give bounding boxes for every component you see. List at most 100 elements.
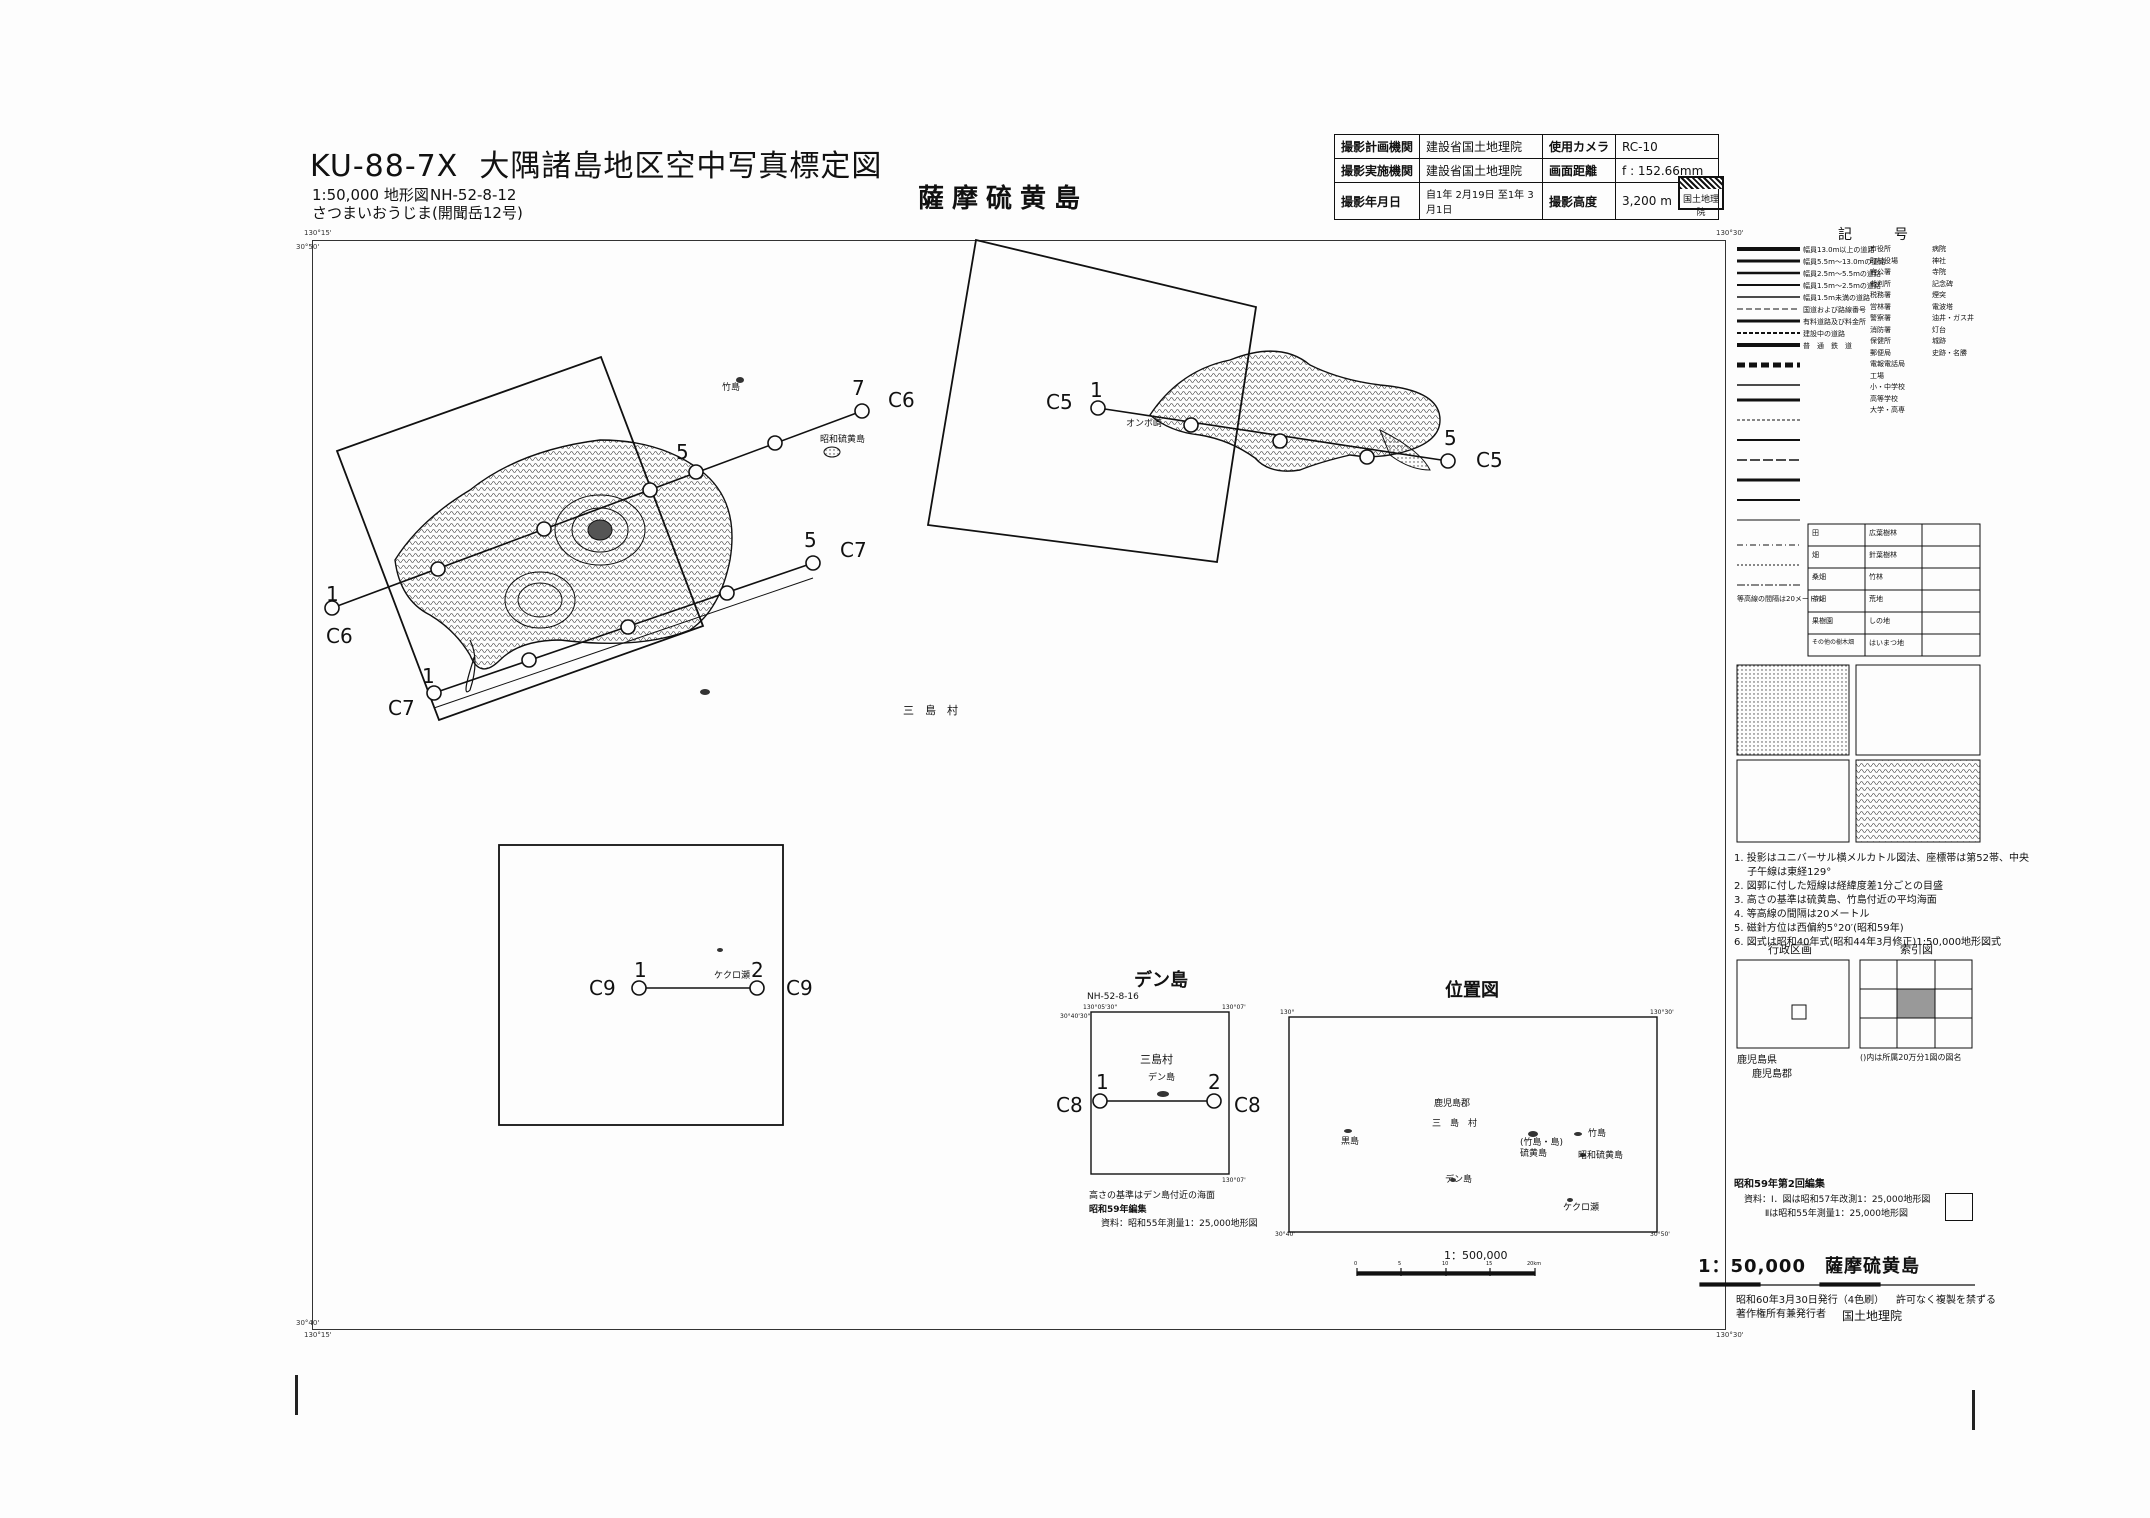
den-inset-frame <box>1090 1011 1230 1175</box>
landuse-label: はいまつ地 <box>1869 639 1904 647</box>
c6-start-number: 1 <box>326 582 339 606</box>
label-onbo: オンボ崎 <box>1126 419 1163 429</box>
c9-end-label: C9 <box>786 976 813 1000</box>
loc-scale-tick: 5 <box>1398 1261 1402 1267</box>
index-title: 索引図 <box>1900 943 1933 956</box>
flight-line-c7 <box>426 555 821 709</box>
legend-symbol-item: 高等学校 <box>1870 394 1898 403</box>
legend-symbol-item: 官公署 <box>1870 268 1891 276</box>
den-inset-title: デン島 <box>1134 970 1188 991</box>
location-scale-bar <box>1356 1268 1536 1276</box>
flight-line-c6 <box>324 403 870 616</box>
edition-src-1: 資料：I．図は昭和57年改測1：25,000地形図 <box>1744 1195 1931 1205</box>
legend-symbol-col-1: 市役所 町村役場 官公署 裁判所 税務署 営林署 警察署 消防署 保健所 郵便局… <box>1870 244 1925 417</box>
loc-scale: 1：500,000 <box>1444 1249 1508 1262</box>
publisher: 国土地理院 <box>1842 1309 1903 1323</box>
tick-label: 130°30' <box>1716 1331 1744 1339</box>
flight-line-c8 <box>1092 1093 1222 1109</box>
tick-label: 130°15' <box>304 229 332 237</box>
landuse-label: 針葉樹林 <box>1869 551 1897 559</box>
legend-sample-port <box>1736 759 1850 843</box>
location-inset-title: 位置図 <box>1445 980 1499 1001</box>
legend-road-item: 幅員2.5m～5.5mの道路 <box>1803 270 1881 278</box>
den-map-number: NH-52-8-16 <box>1087 992 1139 1002</box>
loc-scale-tick: 0 <box>1354 1261 1358 1267</box>
loc-den: デン島 <box>1445 1175 1473 1185</box>
flight-line-c9 <box>631 980 765 996</box>
legend-road-item: 普 通 鉄 道 <box>1803 342 1852 350</box>
c6-mid-number: 5 <box>676 440 689 464</box>
tick-label: 130°30' <box>1716 229 1744 237</box>
label-takeshima-small: 竹島 <box>722 383 741 393</box>
legend-symbol-item: 税務署 <box>1870 291 1891 299</box>
note-line: 1. 投影はユニバーサル横メルカトル図法、座標帯は第52帯、中央 <box>1734 853 2029 864</box>
den-coord: 130°05'30" <box>1083 1004 1118 1011</box>
legend-symbol-item: 記念碑 <box>1932 279 1953 288</box>
info-cell: 使用カメラ <box>1542 134 1617 159</box>
legend-road-item: 幅員1.5m未満の道路 <box>1803 294 1870 302</box>
legend-symbol-item: 油井・ガス井 <box>1932 314 1974 322</box>
landuse-grid <box>1807 523 1981 657</box>
edition-title: 昭和59年第2回編集 <box>1734 1179 1825 1190</box>
loc-coord: 30°50' <box>1650 1231 1670 1238</box>
legend-symbol-item: 消防署 <box>1870 325 1891 334</box>
photo-frame <box>926 238 1258 564</box>
landuse-label: 桑畑 <box>1812 573 1826 581</box>
note-line: 2. 図郭に付した短線は経緯度差1分ごとの目盛 <box>1734 881 1943 892</box>
den-village: 三島村 <box>1140 1053 1173 1066</box>
legend-sample-buildings <box>1736 664 1850 756</box>
legend-road-item: 建設中の道路 <box>1803 330 1845 338</box>
legend-symbol-item: 灯台 <box>1932 325 1946 334</box>
tick-label: 30°40' <box>296 1319 320 1327</box>
legend-road-item: 幅員13.0m以上の道路 <box>1803 246 1875 254</box>
legend-symbol-item: 町村役場 <box>1870 256 1898 265</box>
admin-pref: 鹿児島県 <box>1737 1055 1777 1066</box>
loc-iwojima: (竹島・島) 硫黄島 <box>1520 1138 1564 1159</box>
loc-kuroshima: 黒島 <box>1341 1137 1360 1147</box>
tick-label: 30°50' <box>296 243 320 251</box>
map-series-note: (開聞岳12号) <box>432 204 523 222</box>
den-coord: 30°40'30" <box>1060 1013 1091 1020</box>
info-cell: 建設省国土地理院 <box>1419 158 1544 183</box>
legend-symbol-item: 電報電話局 <box>1870 360 1905 368</box>
location-inset-frame <box>1288 1016 1658 1233</box>
note-line: 子午線は東経129° <box>1734 867 1832 878</box>
c6-end-number: 7 <box>852 376 865 400</box>
legend-symbol-item: 小・中学校 <box>1870 383 1905 391</box>
sheet-title: 大隅諸島地区空中写真標定図 <box>479 149 883 184</box>
map-name: 薩摩硫黄島 <box>918 184 1089 214</box>
legend-symbol-item: 市役所 <box>1870 245 1891 253</box>
flight-line-c5 <box>1090 400 1456 469</box>
landuse-label: 畑 <box>1812 551 1819 559</box>
legend-road-item: 有料道路及び料金所 <box>1803 318 1866 326</box>
legend-road-list: 幅員13.0m以上の道路 幅員5.5m～13.0mの道路 幅員2.5m～5.5m… <box>1803 244 1885 352</box>
info-cell: 建設省国土地理院 <box>1419 134 1544 159</box>
info-cell: RC-10 <box>1615 134 1720 159</box>
legend-symbol-item: 郵便局 <box>1870 348 1891 357</box>
info-cell: 自1年 2月19日 至1年 3月1日 <box>1419 182 1544 220</box>
note-line: 6. 図式は昭和40年式(昭和44年3月修正)1:50,000地形図式 <box>1734 937 2002 948</box>
legend-symbol-item: 裁判所 <box>1870 279 1891 288</box>
note-line: 3. 高さの基準は硫黄島、竹島付近の平均海面 <box>1734 895 1937 906</box>
landuse-label: 竹林 <box>1869 573 1883 581</box>
contour-note: 等高線の間隔は20メートル <box>1737 595 1823 603</box>
c6-end-label: C6 <box>888 388 915 412</box>
copyright: 許可なく複製を禁ずる <box>1896 1295 1996 1306</box>
loc-kekuro: ケクロ瀬 <box>1563 1203 1600 1213</box>
gsi-logo-icon: 国土地理院 <box>1678 176 1724 218</box>
legend-symbol-item: 城跡 <box>1932 337 1946 345</box>
den-coord: 130°07' <box>1222 1004 1246 1011</box>
island-takeshima <box>1149 350 1441 472</box>
label-showa-iwojima: 昭和硫黄島 <box>820 435 866 445</box>
tick-label: 130°15' <box>304 1331 332 1339</box>
loc-coord: 130° <box>1280 1009 1295 1016</box>
publisher-label: 著作権所有兼発行者 <box>1736 1309 1826 1320</box>
den-note-3: 資料：昭和55年測量1：25,000地形図 <box>1101 1219 1258 1229</box>
edition-src-2: Ⅱは昭和55年測量1：25,000地形図 <box>1744 1209 1908 1219</box>
den-note-1: 高さの基準はデン島付近の海面 <box>1089 1191 1216 1201</box>
c8-start-number: 1 <box>1096 1070 1109 1094</box>
loc-takeshima: 竹島 <box>1588 1129 1607 1139</box>
footer-scale-bar <box>1699 1282 1975 1287</box>
admin-gun: 鹿児島郡 <box>1752 1069 1792 1080</box>
c7-start-label: C7 <box>388 696 415 720</box>
